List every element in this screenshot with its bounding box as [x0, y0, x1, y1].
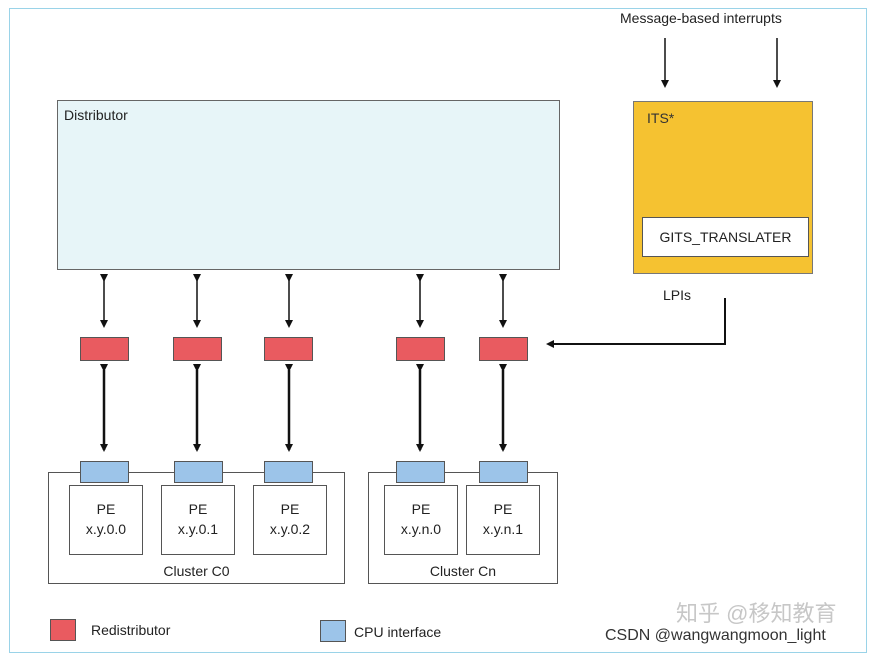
- pe-name: PE: [280, 501, 300, 517]
- pe-id: x.y.n.1: [482, 521, 524, 537]
- legend-cpu-interface-label: CPU interface: [354, 624, 442, 640]
- pe-name: PE: [493, 501, 513, 517]
- redistributor-0-2: [264, 337, 313, 361]
- gits-translater-label: GITS_TRANSLATER: [659, 229, 792, 245]
- distributor-block: Distributor: [57, 100, 560, 270]
- redistributor-n-0: [396, 337, 445, 361]
- message-interrupts-label: Message-based interrupts: [620, 10, 782, 26]
- pe-x-y-0-0: PE x.y.0.0: [69, 485, 143, 555]
- pe-x-y-0-1: PE x.y.0.1: [161, 485, 235, 555]
- legend-cpu-interface-swatch: [320, 620, 346, 642]
- its-label: ITS*: [647, 110, 675, 126]
- legend-redistributor-label: Redistributor: [91, 622, 171, 638]
- cpu-interface-n-1: [479, 461, 528, 483]
- distributor-label: Distributor: [64, 107, 128, 123]
- legend-redistributor-swatch: [50, 619, 76, 641]
- cpu-interface-n-0: [396, 461, 445, 483]
- lpi-arrow: [546, 298, 726, 348]
- zhihu-watermark: 知乎 @移知教育: [676, 601, 837, 626]
- pe-x-y-0-2: PE x.y.0.2: [253, 485, 327, 555]
- pe-id: x.y.0.1: [177, 521, 219, 537]
- csdn-watermark: CSDN @wangwangmoon_light: [605, 627, 826, 644]
- pe-name: PE: [96, 501, 116, 517]
- pe-id: x.y.0.0: [85, 521, 127, 537]
- pe-name: PE: [411, 501, 431, 517]
- lpis-label: LPIs: [663, 287, 692, 303]
- cluster-c0-label: Cluster C0: [163, 563, 230, 579]
- distributor-redistributor-arrows: [100, 274, 507, 328]
- cpu-interface-0-1: [174, 461, 223, 483]
- pe-name: PE: [188, 501, 208, 517]
- diagram-frame: [9, 8, 867, 653]
- redistributor-n-1: [479, 337, 528, 361]
- redistributor-cpu-arrows: [100, 364, 507, 452]
- gits-translater-block: GITS_TRANSLATER: [642, 217, 809, 257]
- redistributor-0-1: [173, 337, 222, 361]
- cluster-cn-label: Cluster Cn: [429, 563, 497, 579]
- cpu-interface-0-0: [80, 461, 129, 483]
- redistributor-0-0: [80, 337, 129, 361]
- pe-id: x.y.0.2: [269, 521, 311, 537]
- cpu-interface-0-2: [264, 461, 313, 483]
- pe-x-y-n-0: PE x.y.n.0: [384, 485, 458, 555]
- pe-x-y-n-1: PE x.y.n.1: [466, 485, 540, 555]
- pe-id: x.y.n.0: [400, 521, 442, 537]
